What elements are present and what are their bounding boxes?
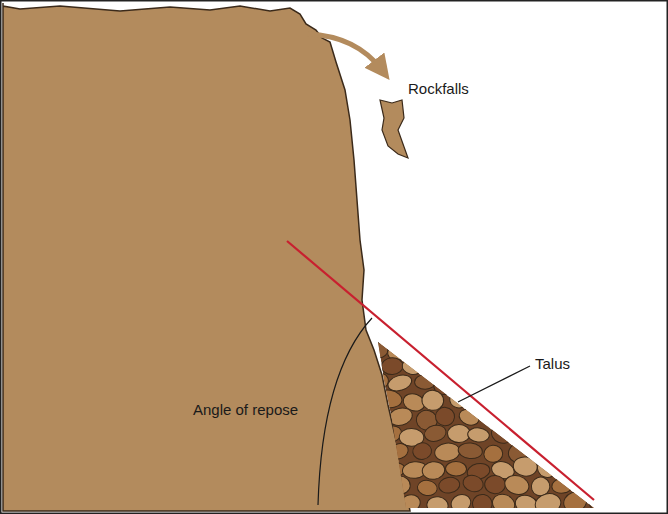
- talus-rock: [483, 445, 503, 463]
- talus-rock: [509, 410, 530, 427]
- rockfalls-label: Rockfalls: [408, 80, 469, 98]
- talus-rock: [459, 374, 484, 396]
- talus-rock: [434, 442, 461, 463]
- talus-rock: [533, 491, 562, 514]
- talus-rock: [587, 489, 610, 512]
- talus-rock: [575, 338, 596, 357]
- talus-rock: [421, 460, 446, 480]
- talus-rock: [426, 496, 449, 514]
- talus-rock: [523, 374, 551, 398]
- talus-rock: [502, 473, 531, 498]
- talus-rock: [416, 479, 438, 497]
- talus-rock: [438, 476, 461, 495]
- talus-rock: [525, 408, 550, 427]
- rockfall-arrow: [308, 34, 382, 70]
- talus-rock: [436, 340, 459, 361]
- talus-rock: [369, 342, 389, 358]
- repose-line: [287, 241, 594, 500]
- talus-rock: [563, 389, 582, 408]
- talus-rock: [554, 442, 573, 460]
- talus-rock: [435, 407, 455, 427]
- talus-label: Talus: [535, 355, 570, 373]
- talus-rock: [457, 442, 483, 460]
- cliff: [3, 3, 410, 511]
- talus-rock: [492, 392, 514, 413]
- talus-rock: [483, 408, 508, 431]
- talus-rock: [550, 378, 575, 395]
- talus-leader: [458, 366, 530, 402]
- talus-rock: [397, 492, 422, 514]
- talus-rock: [364, 412, 389, 427]
- talus-rock: [576, 410, 599, 430]
- talus-rock: [541, 428, 561, 446]
- talus-rock: [445, 461, 466, 476]
- talus-pile: [364, 337, 611, 514]
- talus-rock: [575, 375, 600, 397]
- angle-arc: [318, 318, 372, 505]
- talus-rock: [447, 425, 470, 443]
- talus-rock: [517, 388, 542, 411]
- talus-rock: [423, 423, 448, 443]
- talus-rock: [581, 352, 608, 377]
- talus-rock: [466, 355, 493, 378]
- talus-rock: [536, 391, 559, 408]
- talus-rock: [484, 475, 506, 494]
- talus-rock: [471, 493, 494, 514]
- talus-rock: [506, 339, 527, 360]
- talus-rock: [489, 422, 516, 447]
- talus-rock: [388, 441, 410, 461]
- angle-label: Angle of repose: [193, 401, 298, 419]
- talus-rock: [584, 459, 605, 479]
- talus-rock: [365, 442, 387, 460]
- talus-rock: [412, 441, 433, 460]
- talus-rock: [449, 492, 474, 514]
- talus-rock: [490, 491, 518, 514]
- talus-rock: [413, 339, 437, 358]
- talus-rock: [375, 490, 402, 513]
- talus-rock: [401, 357, 424, 376]
- talus-rock: [559, 460, 585, 479]
- talus-rock: [484, 338, 504, 359]
- talus-rock: [387, 406, 414, 428]
- talus-rock: [461, 473, 485, 494]
- talus-rock: [381, 357, 403, 375]
- talus-rock: [512, 455, 538, 477]
- talus-rock: [388, 475, 411, 495]
- talus-rock: [488, 355, 515, 379]
- talus-rock: [570, 442, 595, 465]
- falling-rock: [380, 100, 408, 158]
- talus-rock: [467, 427, 490, 443]
- talus-rock: [586, 426, 608, 447]
- talus-rock: [588, 390, 611, 407]
- talus-rock: [553, 409, 573, 426]
- talus-rock: [455, 341, 482, 358]
- talus-rock: [528, 438, 554, 461]
- talus-rock: [375, 389, 403, 410]
- talus-rock: [414, 374, 436, 389]
- talus-rock: [367, 474, 395, 496]
- talus-rock: [448, 359, 472, 376]
- talus-rock: [563, 424, 585, 445]
